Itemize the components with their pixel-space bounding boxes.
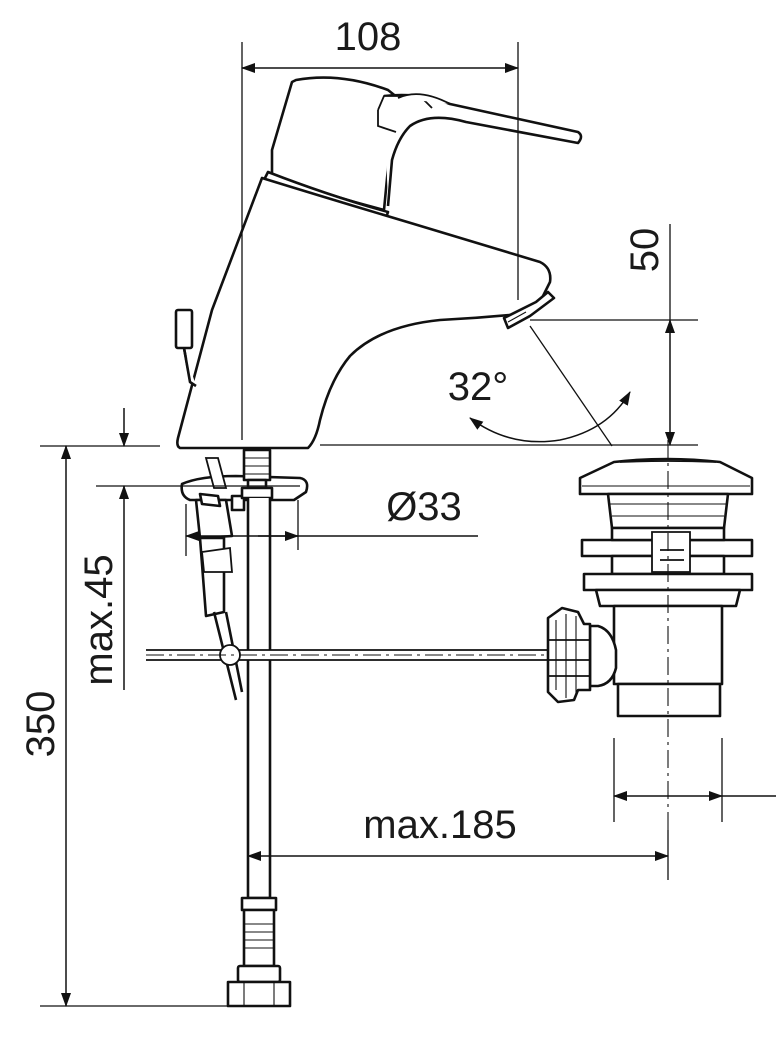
dimension-outlet-height: 50 xyxy=(320,224,698,446)
faucet-body xyxy=(176,176,552,450)
dim-angle-label: 32° xyxy=(448,365,509,409)
dim-108-label: 108 xyxy=(335,15,402,59)
dimension-width-top: 108 xyxy=(241,15,519,440)
faucet xyxy=(174,76,583,1008)
dimension-max-distance: max.185 xyxy=(247,803,669,880)
lever-handle xyxy=(270,76,583,212)
dim-350-label: 350 xyxy=(19,691,63,758)
aerator xyxy=(502,290,556,330)
dimension-max-thickness: max.45 xyxy=(40,408,300,690)
connecting-rod xyxy=(146,644,700,666)
dimension-diameter: Ø33 xyxy=(185,485,478,556)
popup-rod xyxy=(174,308,197,388)
dim-diameter-label: Ø33 xyxy=(386,485,462,529)
dim-max45-label: max.45 xyxy=(77,554,121,685)
waste-drain xyxy=(546,440,754,830)
dimension-hose-length: 350 xyxy=(19,445,228,1007)
dim-50-label: 50 xyxy=(623,228,667,273)
dimension-spout-angle: 32° xyxy=(448,325,631,447)
dimension-drain-width xyxy=(613,738,776,822)
dim-max185-label: max.185 xyxy=(363,803,516,847)
supply-hose xyxy=(226,448,292,1008)
